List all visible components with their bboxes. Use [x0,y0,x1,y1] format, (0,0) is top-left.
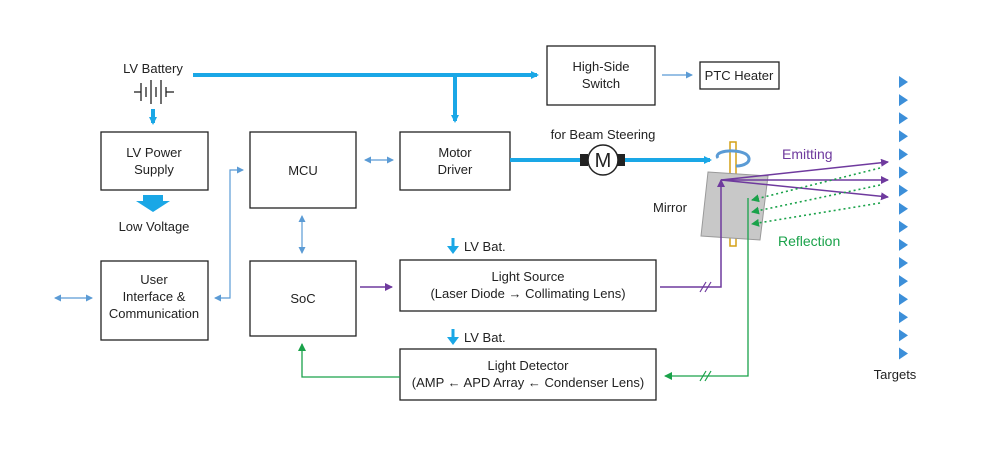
ptc-heater-box [699,61,780,90]
lv-power-supply-box [100,131,209,191]
reflection-label: Reflection [778,233,840,249]
high-side-switch-label-2: Switch [582,76,620,91]
target-marker [899,94,908,107]
reflection-beam-1 [751,167,881,203]
mcu-box [249,131,357,209]
target-marker [899,238,908,251]
rotation-arrow-icon [715,149,751,168]
soc-box [249,260,357,337]
lv-bat-arrow-2 [447,329,459,345]
beam-steering-label: for Beam Steering [551,127,656,142]
low-voltage-label: Low Voltage [119,219,190,234]
user-interface-label-2: Interface & [123,289,186,304]
targets-column [899,76,908,360]
low-voltage-arrow [136,195,170,212]
target-marker [899,257,908,269]
emitting-label: Emitting [782,146,833,162]
reflection-beam-3 [751,202,881,227]
mirror-to-detector-line [664,198,749,380]
target-marker [899,329,908,342]
high-side-switch-label-1: High-Side [572,59,629,74]
target-marker [899,311,908,324]
high-side-switch-box [546,45,656,106]
emit-break-mark [699,281,712,293]
targets-label: Targets [874,367,917,382]
motor-symbol: M [595,150,612,172]
lv-bat-label-2: LV Bat. [464,330,506,345]
emitting-beam-3 [720,179,889,201]
target-marker [899,76,908,88]
mirror-shape [700,141,769,247]
target-marker [899,184,908,197]
mirror-label: Mirror [653,200,688,215]
lv-power-supply-label-2: Supply [134,162,174,177]
motor-driver-box [399,131,511,191]
light-source-to-mirror-line [660,179,725,288]
emitting-beam-1 [720,158,889,181]
reflect-break-mark [699,370,712,382]
target-marker [899,112,908,125]
light-detector-label-1: Light Detector [488,358,570,373]
user-interface-label-3: Communication [109,306,199,321]
target-marker [899,275,908,288]
detector-to-soc-line [298,343,400,378]
target-marker [899,130,908,143]
lv-battery-label: LV Battery [123,61,183,76]
user-interface-box [100,260,209,341]
light-source-box [399,259,657,312]
mcu-label: MCU [288,163,318,178]
light-detector-box [399,348,657,401]
light-detector-label-2: (AMP ← APD Array ← Condenser Lens) [412,375,644,390]
reflection-beam-2 [751,184,881,215]
user-interface-label-1: User [140,272,168,287]
target-marker [899,202,908,215]
target-marker [899,293,908,306]
motor-icon: M [580,144,625,176]
target-marker [899,220,908,233]
ptc-heater-label: PTC Heater [705,68,774,83]
lv-bat-arrow-1 [447,238,459,254]
ui-mcu-link [214,166,244,302]
soc-label: SoC [290,291,315,306]
motor-driver-label-1: Motor [438,145,472,160]
lv-bat-label-1: LV Bat. [464,239,506,254]
target-marker [899,166,908,179]
lv-power-supply-label-1: LV Power [126,145,182,160]
light-source-label-2: (Laser Diode → Collimating Lens) [430,286,625,301]
battery-icon [134,80,174,104]
target-marker [899,347,908,360]
light-source-label-1: Light Source [492,269,565,284]
target-marker [899,148,908,161]
motor-driver-label-2: Driver [438,162,473,177]
